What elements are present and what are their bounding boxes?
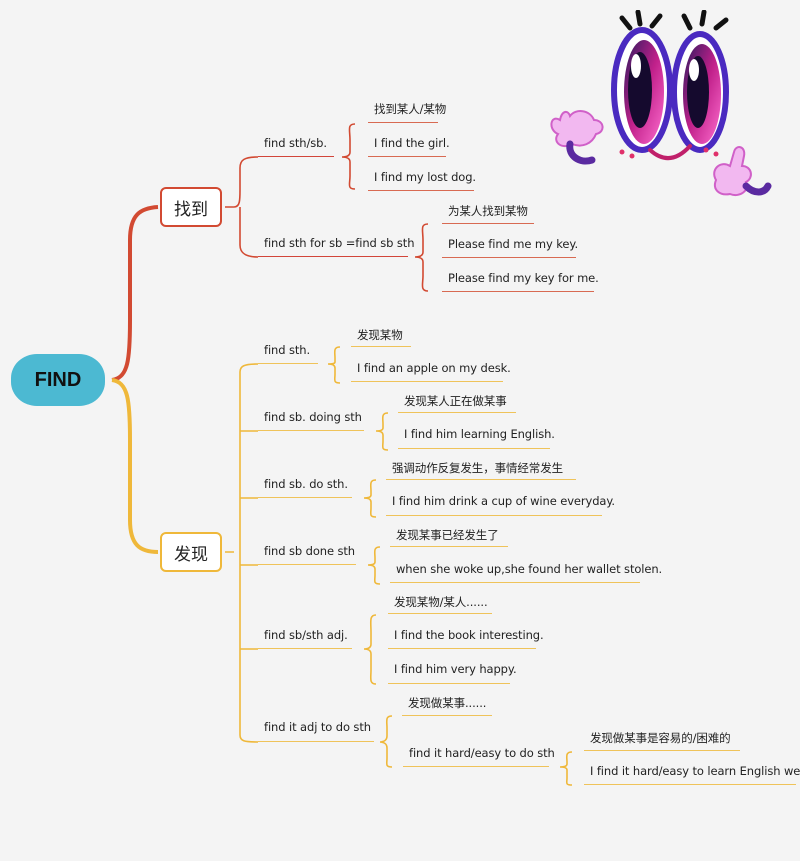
brace-find-sb-done — [367, 546, 381, 585]
leaf: I find the book interesting. — [394, 628, 544, 642]
leaf: I find it hard/easy to learn English wel… — [590, 764, 800, 778]
branch-zhaodao: 找到 — [160, 187, 222, 227]
leaf: Please find my key for me. — [448, 271, 599, 285]
brace-find-sb-doing — [375, 412, 389, 451]
leaf: I find him learning English. — [404, 427, 555, 441]
root-node: FIND — [11, 354, 105, 406]
underline — [388, 683, 510, 684]
leaf: Please find me my key. — [448, 237, 579, 251]
underline — [258, 156, 334, 157]
leaf: I find him very happy. — [394, 662, 517, 676]
leaf: I find an apple on my desk. — [357, 361, 511, 375]
underline — [442, 223, 534, 224]
brace-find-sb-do — [363, 479, 377, 518]
leaf: I find the girl. — [374, 136, 450, 150]
leaf: I find my lost dog. — [374, 170, 476, 184]
underline — [368, 156, 446, 157]
leaf: 发现某物/某人...... — [394, 595, 488, 609]
sub-item-find-it-hard: find it hard/easy to do sth — [409, 746, 555, 760]
underline — [258, 741, 374, 742]
underline — [388, 648, 536, 649]
underline — [390, 582, 640, 583]
leaf: when she woke up,she found her wallet st… — [396, 562, 663, 576]
brace-find-sth-for-sb — [414, 223, 429, 292]
brace-find-it-hard — [559, 751, 573, 786]
branch-faxian: 发现 — [160, 532, 222, 572]
underline — [398, 448, 550, 449]
underline — [258, 564, 356, 565]
underline — [584, 750, 740, 751]
brace-find-sth — [327, 346, 341, 384]
brace-find-sth-sb — [341, 123, 356, 190]
underline — [351, 346, 411, 347]
underline — [386, 515, 602, 516]
leaf: 发现某事已经发生了 — [396, 528, 499, 542]
leaf: 强调动作反复发生，事情经常发生 — [392, 461, 563, 475]
item-find-it-adj: find it adj to do sth — [264, 720, 371, 734]
item-find-sb-sth-adj: find sb/sth adj. — [264, 628, 348, 642]
underline — [258, 497, 352, 498]
underline — [390, 546, 508, 547]
item-find-sth-for-sb: find sth for sb =find sb sth — [264, 236, 415, 250]
underline — [388, 613, 492, 614]
underline — [386, 479, 576, 480]
leaf: 发现做某事是容易的/困难的 — [590, 731, 731, 745]
brace-find-sb-sth-adj — [363, 614, 377, 685]
item-find-sb-done: find sb done sth — [264, 544, 355, 558]
underline — [258, 648, 352, 649]
bracket-faxian-ticks — [240, 430, 258, 650]
leaf: 发现某物 — [357, 328, 403, 342]
leaf: 发现某人正在做某事 — [404, 394, 507, 408]
leaf: I find him drink a cup of wine everyday. — [392, 494, 615, 508]
underline — [442, 291, 594, 292]
underline — [258, 430, 364, 431]
bracket-faxian — [225, 363, 259, 743]
brace-find-it-adj — [379, 715, 393, 768]
underline — [442, 257, 576, 258]
connector-root-faxian — [111, 378, 159, 554]
cartoon-face-sticker — [550, 10, 772, 196]
leaf: 为某人找到某物 — [448, 204, 528, 218]
item-find-sth-sb: find sth/sb. — [264, 136, 327, 150]
underline — [258, 256, 408, 257]
item-find-sth: find sth. — [264, 343, 311, 357]
underline — [403, 766, 549, 767]
underline — [584, 784, 796, 785]
underline — [368, 122, 438, 123]
leaf: 找到某人/某物 — [374, 102, 447, 116]
item-find-sb-do: find sb. do sth. — [264, 477, 348, 491]
bracket-zhaodao — [225, 156, 259, 258]
underline — [258, 363, 318, 364]
underline — [402, 715, 492, 716]
underline — [368, 190, 474, 191]
item-find-sb-doing: find sb. doing sth — [264, 410, 362, 424]
leaf: 发现做某事...... — [408, 696, 487, 710]
connector-root-zhaodao — [111, 205, 159, 382]
underline — [398, 412, 516, 413]
underline — [351, 381, 503, 382]
